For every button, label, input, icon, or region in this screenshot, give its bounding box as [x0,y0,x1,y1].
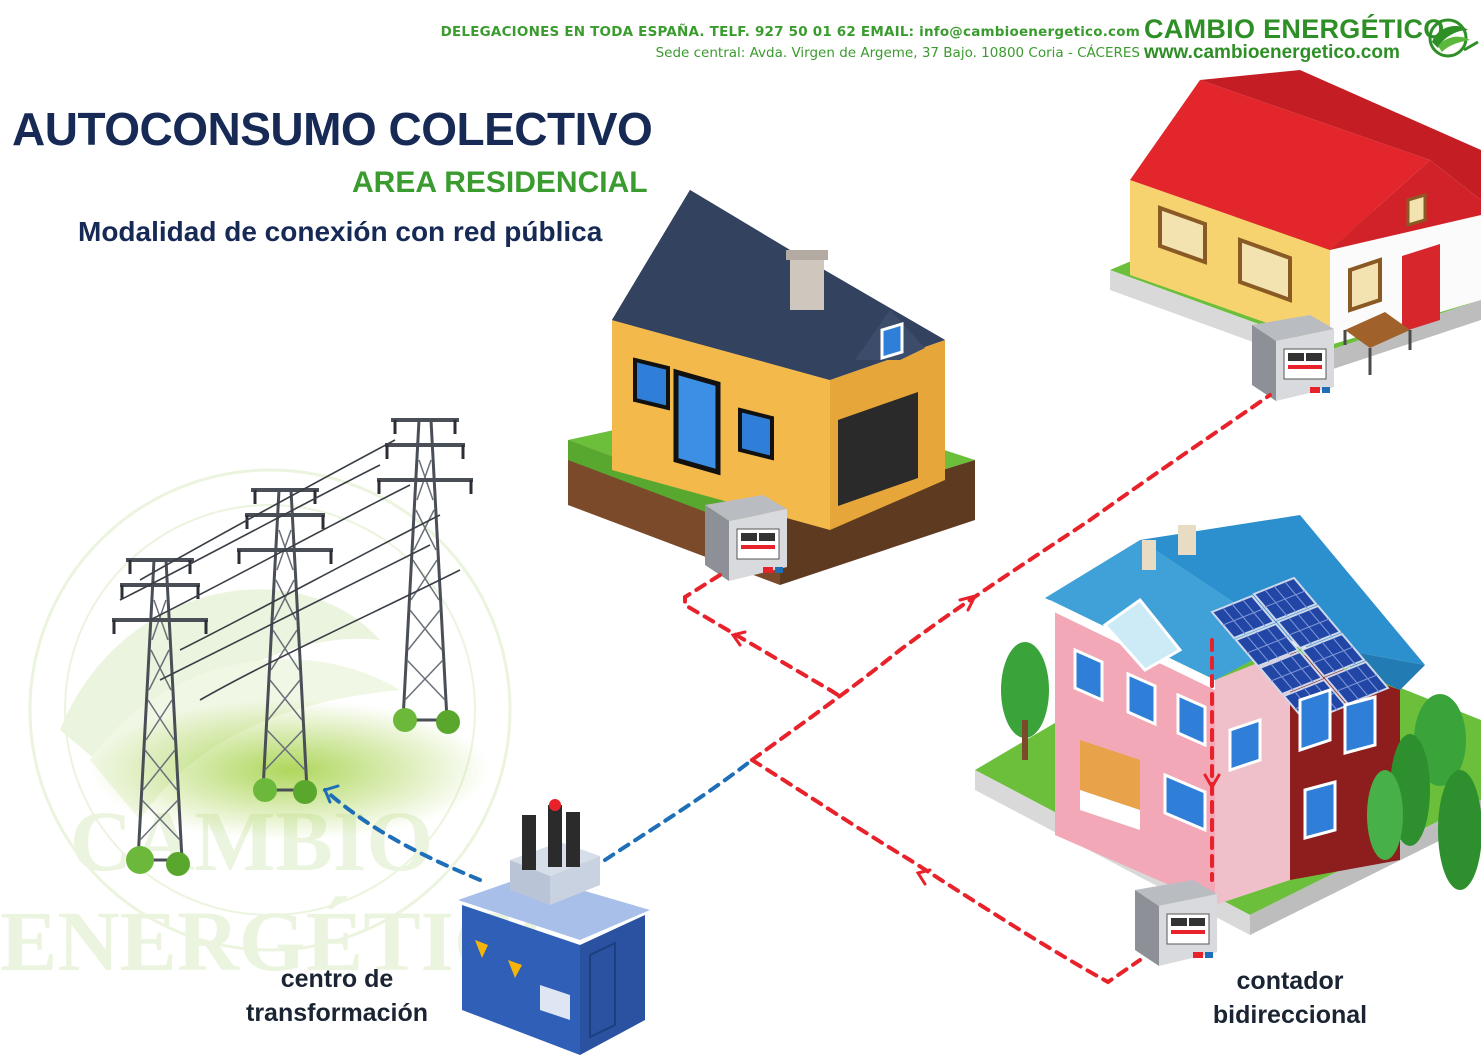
flow-arrow-icon [322,393,1272,985]
meter-caption-line1: contador [1236,967,1344,995]
bidirectional-meter-icon [704,494,788,582]
contact-line-2: Sede central: Avda. Virgen de Argeme, 37… [655,45,1140,61]
house-icon [975,515,1481,935]
connection-mode: Modalidad de conexión con red pública [78,216,603,247]
transformer-caption-line2: transformación [246,999,428,1027]
meter-caption: contador bidireccional [1190,964,1390,1032]
brand-block: CAMBIO ENERGÉTICO www.cambioenergetico.c… [1144,14,1444,64]
brand-name: CAMBIO ENERGÉTICO [1144,14,1445,44]
transformer-caption-line1: centro de [280,965,394,993]
house-icon [1110,70,1481,375]
header-contact: DELEGACIONES EN TODA ESPAÑA. TELF. 927 5… [440,24,1140,61]
transformer-caption: centro de transformación [232,962,442,1030]
power-tower-icon [110,418,475,876]
leaf-logo-icon [1428,18,1479,58]
bidirectional-meter-icon [1134,879,1218,967]
bidirectional-meter-icon [1251,314,1335,402]
contact-line-1: DELEGACIONES EN TODA ESPAÑA. TELF. 927 5… [440,24,1140,40]
meter-caption-line2: bidireccional [1212,1001,1368,1029]
brand-url: www.cambioenergetico.com [1144,42,1400,63]
page-subtitle: AREA RESIDENCIAL [352,166,648,199]
grass-patch [90,700,490,840]
house-icon [568,190,975,585]
transformer-icon [458,799,650,1055]
page-title: AUTOCONSUMO COLECTIVO [12,103,653,155]
